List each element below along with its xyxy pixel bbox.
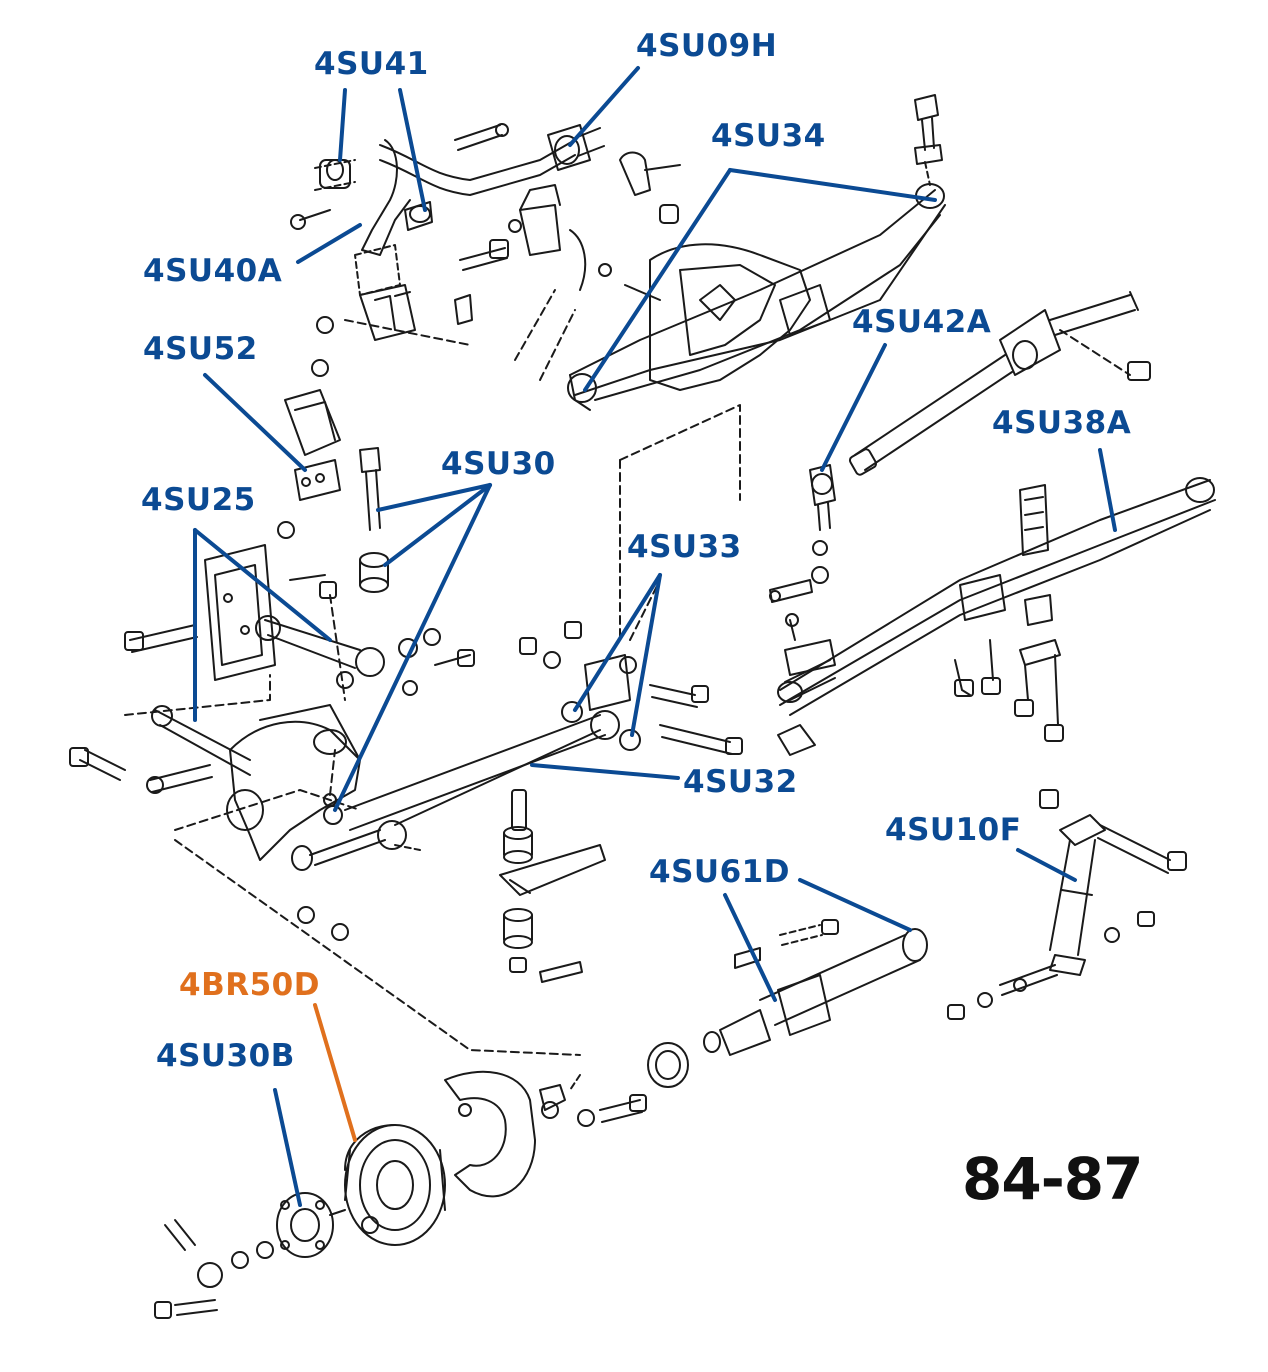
lower-arm-hardware xyxy=(519,459,743,755)
upper-right-bolt xyxy=(914,94,943,186)
callout-4su61d[interactable]: 4SU61D xyxy=(649,854,790,890)
center-bushings xyxy=(499,789,606,983)
control-arm-bushings xyxy=(329,552,389,701)
callout-4su42a[interactable]: 4SU42A xyxy=(852,304,992,340)
stabilizer-bar-assembly xyxy=(290,123,605,296)
callout-4su34[interactable]: 4SU34 xyxy=(711,118,826,154)
year-range-label: 84-87 xyxy=(962,1145,1143,1213)
tie-rod xyxy=(769,291,1151,603)
callout-4su32[interactable]: 4SU32 xyxy=(683,764,798,800)
shock-absorber xyxy=(947,789,1187,1020)
brake-and-hub xyxy=(154,839,647,1319)
callout-4su33[interactable]: 4SU33 xyxy=(627,529,742,565)
callout-4su09h[interactable]: 4SU09H xyxy=(636,28,778,64)
callout-4su30b[interactable]: 4SU30B xyxy=(156,1038,295,1074)
callout-4su25[interactable]: 4SU25 xyxy=(141,482,256,518)
callout-4br50d[interactable]: 4BR50D xyxy=(179,967,320,1003)
upper-control-arm xyxy=(514,183,946,501)
callout-4su30[interactable]: 4SU30 xyxy=(441,446,556,482)
upper-bracket xyxy=(316,151,681,346)
callout-4su41[interactable]: 4SU41 xyxy=(314,46,429,82)
callout-4su10f[interactable]: 4SU10F xyxy=(885,812,1022,848)
callout-4su52[interactable]: 4SU52 xyxy=(143,331,258,367)
axle-shaft xyxy=(647,919,928,1088)
bump-stop-bracket xyxy=(277,359,381,539)
leaf-spring xyxy=(777,477,1216,756)
callout-4su40a[interactable]: 4SU40A xyxy=(143,253,283,289)
callout-4su38a[interactable]: 4SU38A xyxy=(992,405,1132,441)
lower-control-arm xyxy=(69,544,620,871)
callout-leader-lines xyxy=(193,66,1117,1207)
